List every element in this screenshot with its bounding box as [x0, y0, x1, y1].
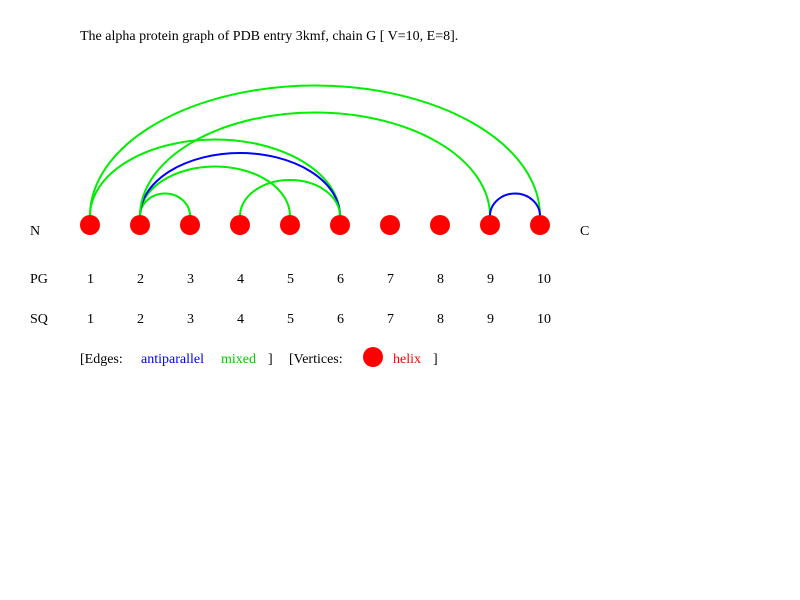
sq-number-1: 1: [87, 312, 94, 327]
edge-layer: [89, 84, 541, 217]
sq-number-row: 1 2 3 4 5 6 7 8 9 10: [87, 312, 551, 327]
pg-row-label: PG: [30, 272, 48, 287]
legend-edges-suffix: ]: [268, 352, 273, 367]
legend-antiparallel: antiparallel: [141, 352, 204, 367]
legend-vertices-suffix: ]: [433, 352, 438, 367]
edge-2-5-mixed: [139, 165, 291, 217]
sq-row-label: SQ: [30, 312, 48, 327]
pg-number-4: 4: [237, 272, 244, 287]
legend-edges-prefix: [Edges:: [80, 352, 123, 367]
pg-number-5: 5: [287, 272, 294, 287]
legend-mixed: mixed: [221, 352, 256, 367]
edge-2-3-mixed: [139, 192, 191, 217]
sq-number-9: 9: [487, 312, 494, 327]
edge-1-6-mixed: [89, 138, 341, 217]
pg-number-8: 8: [437, 272, 444, 287]
sq-number-2: 2: [137, 312, 144, 327]
vertex-7: [380, 215, 400, 235]
vertex-3: [180, 215, 200, 235]
legend-vertices-prefix: [Vertices:: [289, 352, 343, 367]
pg-number-9: 9: [487, 272, 494, 287]
sq-number-3: 3: [187, 312, 194, 327]
vertex-4: [230, 215, 250, 235]
sq-number-6: 6: [337, 312, 344, 327]
pg-number-7: 7: [387, 272, 394, 287]
vertex-layer: [80, 215, 550, 235]
edge-9-10-antiparallel: [489, 192, 541, 217]
pg-number-1: 1: [87, 272, 94, 287]
sq-number-7: 7: [387, 312, 394, 327]
sq-number-10: 10: [537, 312, 551, 327]
pg-number-10: 10: [537, 272, 551, 287]
sq-number-5: 5: [287, 312, 294, 327]
pg-number-3: 3: [187, 272, 194, 287]
legend-helix: helix: [393, 352, 421, 367]
vertex-9: [480, 215, 500, 235]
vertex-1: [80, 215, 100, 235]
pg-number-2: 2: [137, 272, 144, 287]
c-terminus-label: C: [580, 224, 589, 239]
edge-2-6-antiparallel: [139, 152, 341, 217]
legend: [Edges: antiparallel mixed ] [Vertices: …: [80, 347, 438, 367]
pg-number-row: 1 2 3 4 5 6 7 8 9 10: [87, 272, 551, 287]
vertex-5: [280, 215, 300, 235]
edge-4-6-mixed: [239, 179, 341, 217]
vertex-8: [430, 215, 450, 235]
sq-number-8: 8: [437, 312, 444, 327]
edge-1-10-mixed: [89, 84, 541, 217]
vertex-10: [530, 215, 550, 235]
pg-number-6: 6: [337, 272, 344, 287]
sq-number-4: 4: [237, 312, 244, 327]
n-terminus-label: N: [30, 224, 40, 239]
vertex-2: [130, 215, 150, 235]
vertex-6: [330, 215, 350, 235]
graph-title: The alpha protein graph of PDB entry 3km…: [80, 29, 458, 44]
legend-helix-vertex-icon: [363, 347, 383, 367]
edge-2-9-mixed: [139, 111, 491, 217]
